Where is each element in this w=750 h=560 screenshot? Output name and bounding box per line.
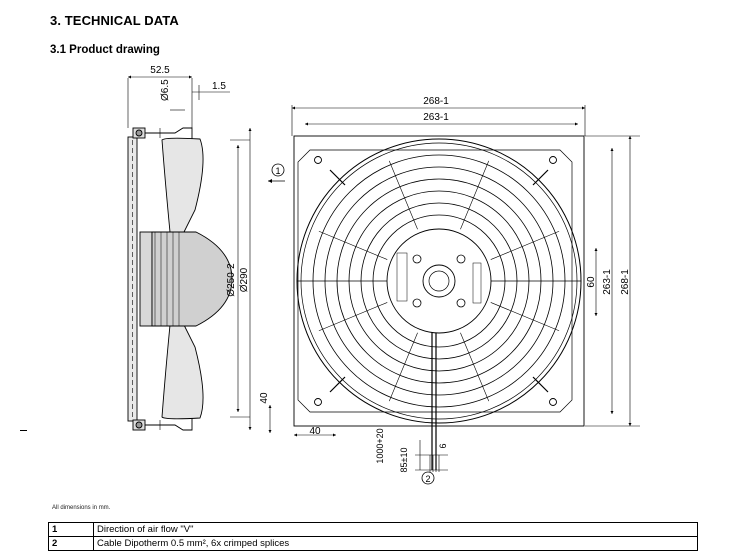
side-view [127, 75, 272, 433]
notes-table: 1 Direction of air flow "V" 2 Cable Dipo… [48, 522, 698, 551]
callout-2: 2 [421, 471, 435, 485]
dim-1000: 1000+20 [375, 428, 385, 463]
dim-268-top: 268-1 [423, 96, 449, 107]
svg-text:2: 2 [425, 474, 430, 484]
table-cell-text: Cable Dipotherm 0.5 mm², 6x crimped spli… [93, 536, 698, 551]
front-view [291, 105, 640, 472]
table-cell-number: 1 [48, 522, 94, 537]
table-cell-number: 2 [48, 536, 94, 551]
fan-guard [296, 138, 582, 424]
dim-60: 60 [586, 276, 597, 288]
table-row: 2 Cable Dipotherm 0.5 mm², 6x crimped sp… [48, 536, 698, 551]
dim-40-bottom: 40 [309, 426, 321, 437]
section-title: 3. TECHNICAL DATA [50, 13, 179, 28]
dim-40-left: 40 [259, 392, 270, 404]
dimensions-note: All dimensions in mm. [52, 505, 111, 511]
dim-52-5: 52.5 [150, 65, 170, 76]
dim-85: 85±10 [399, 448, 409, 473]
product-drawing: 52.5 Ø6.5 1.5 Ø250-2 Ø290 40 268-1 263-1 [127, 65, 640, 485]
dim-diameter-250: Ø250-2 [226, 263, 237, 297]
dim-6: 6 [438, 443, 448, 448]
table-row: 1 Direction of air flow "V" [48, 522, 698, 537]
table-cell-text: Direction of air flow "V" [93, 522, 698, 537]
dim-263-top: 263-1 [423, 112, 449, 123]
dim-6-5: Ø6.5 [160, 79, 171, 101]
callout-1: 1 [268, 163, 285, 183]
dim-diameter-290: Ø290 [239, 267, 250, 292]
subsection-title: 3.1 Product drawing [50, 44, 160, 56]
svg-text:1: 1 [275, 166, 280, 176]
dim-263-right: 263-1 [602, 269, 613, 295]
margin-mark [20, 430, 27, 431]
dim-268-right: 268-1 [620, 269, 631, 295]
dim-1-5: 1.5 [212, 81, 226, 92]
